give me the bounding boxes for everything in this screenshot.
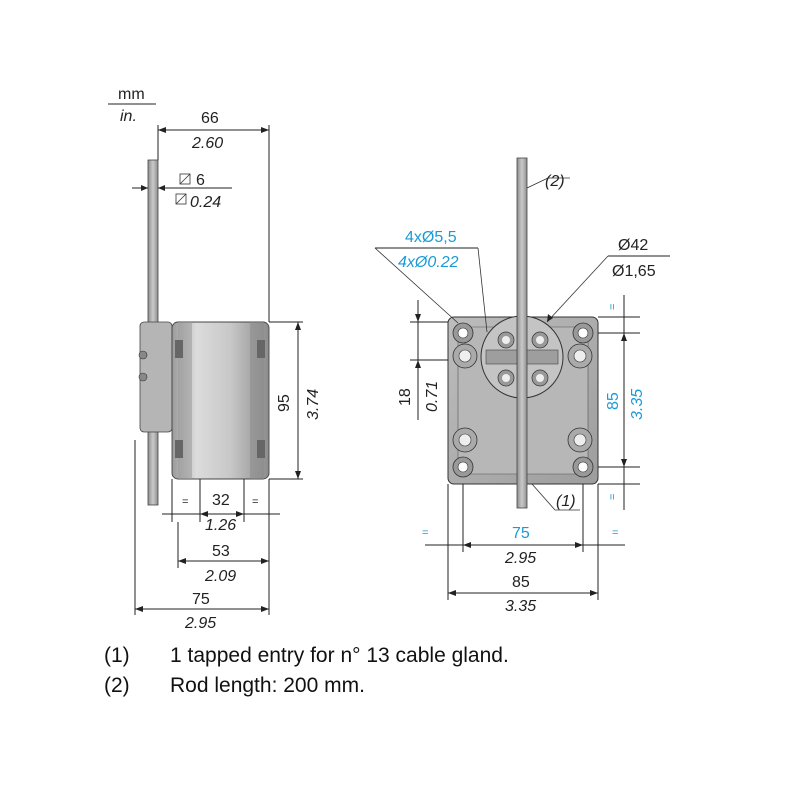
equal-mark-left: = [182,496,188,508]
units-label: mm in. [108,86,156,125]
dim-95-mm: 95 [276,394,293,412]
dim-95-in: 3.74 [305,389,322,420]
head-dia-mm: Ø42 [618,237,648,254]
footnote-2-number: (2) [104,674,130,697]
dim-32-mm: 32 [212,492,230,509]
dim-75h-in: 2.95 [504,550,536,567]
head-dia-in: Ø1,65 [612,263,656,280]
callout-1: (1) [556,493,576,510]
side-view: 66 2.60 6 0.24 95 3.74 = = 32 1.26 5 [132,110,322,632]
dim-66-mm: 66 [201,110,219,127]
dim-75-in: 2.95 [184,615,216,632]
dim-rod-mm: 6 [196,172,205,189]
footnote-1: (1) 1 tapped entry for n° 13 cable gland… [104,641,509,671]
dim-66-in: 2.60 [191,135,223,152]
dim-18-mm: 18 [397,388,414,406]
dim-85h-mm: 85 [512,574,530,591]
side-body [171,321,270,480]
dim-18-in: 0.71 [424,381,441,412]
dim-85v-mm: 85 [605,392,622,410]
unit-mm: mm [118,86,145,103]
front-rod [516,157,528,509]
footnote-2-text: Rod length: 200 mm. [170,674,365,697]
holes-mm: 4xØ5,5 [405,229,457,246]
dim-53-mm: 53 [212,543,230,560]
dim-75-mm: 75 [192,591,210,608]
footnote-1-text: 1 tapped entry for n° 13 cable gland. [170,644,509,667]
dim-32-in: 1.26 [205,517,236,534]
footnotes: (1) 1 tapped entry for n° 13 cable gland… [104,641,509,701]
equal-mark-right: = [252,496,258,508]
equal-mark-left-front: = [422,527,428,539]
equal-mark-bottom: = [607,494,619,500]
callout-2: (2) [545,173,565,190]
footnote-1-number: (1) [104,644,130,667]
holes-in: 4xØ0.22 [398,254,459,271]
dim-85v-in: 3.35 [629,389,646,420]
unit-inch: in. [120,108,137,125]
front-view: (2) 4xØ5,5 4xØ0.22 Ø42 Ø1,65 18 0.71 = =… [374,157,670,615]
footnote-2: (2) Rod length: 200 mm. [104,671,509,701]
equal-mark-top: = [607,304,619,310]
dim-53-in: 2.09 [204,568,236,585]
dim-75h-mm: 75 [512,525,530,542]
equal-mark-right-front: = [612,527,618,539]
dim-rod-in: 0.24 [190,194,221,211]
dim-85h-in: 3.35 [505,598,536,615]
